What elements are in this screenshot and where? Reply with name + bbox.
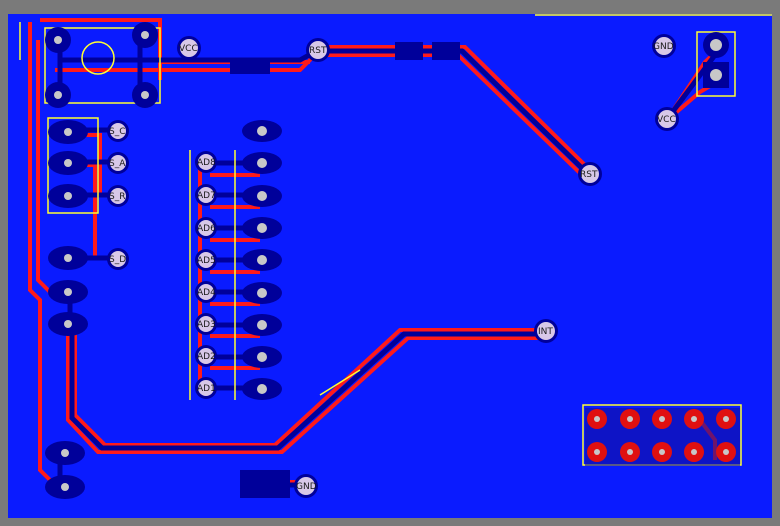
crystal-circle	[81, 41, 115, 75]
label-rst-top: RST	[309, 46, 327, 56]
trace	[73, 320, 545, 447]
label-ad3: AD3	[197, 320, 216, 330]
label-s-c: S_C	[109, 127, 126, 137]
label-rst-right: RST	[580, 170, 598, 180]
crystal-footprint-outline	[44, 27, 161, 104]
smd-pads	[230, 42, 460, 74]
trace	[36, 40, 52, 294]
header-10pin-pads	[585, 408, 740, 466]
trace	[320, 48, 590, 176]
label-s-a: S_A	[109, 159, 126, 169]
label-ad2: AD2	[197, 352, 216, 362]
header-outline	[47, 117, 99, 214]
left-header-pads	[45, 22, 158, 499]
label-gnd-bottom: GND	[296, 482, 317, 492]
ic-pads-column	[242, 120, 282, 400]
label-ad5: AD5	[197, 256, 216, 266]
label-ad7: AD7	[197, 191, 216, 201]
label-ad8: AD8	[197, 158, 216, 168]
trace	[28, 22, 57, 487]
ad-vias	[195, 151, 217, 399]
label-gnd-right: GND	[653, 42, 674, 52]
label-vcc-right: VCC	[657, 115, 676, 125]
label-s-d: S_D	[109, 255, 126, 265]
trace	[69, 330, 545, 451]
label-vcc-top: VCC	[179, 44, 198, 54]
signal-vias	[107, 120, 129, 270]
label-ad6: AD6	[197, 224, 216, 234]
trace	[66, 330, 540, 454]
label-ad4: AD4	[197, 288, 216, 298]
label-ad1: AD1	[197, 384, 216, 394]
label-s-r: S_R	[109, 192, 125, 202]
silk-line	[319, 369, 361, 396]
trace	[320, 45, 592, 172]
label-int: INT	[538, 327, 553, 337]
